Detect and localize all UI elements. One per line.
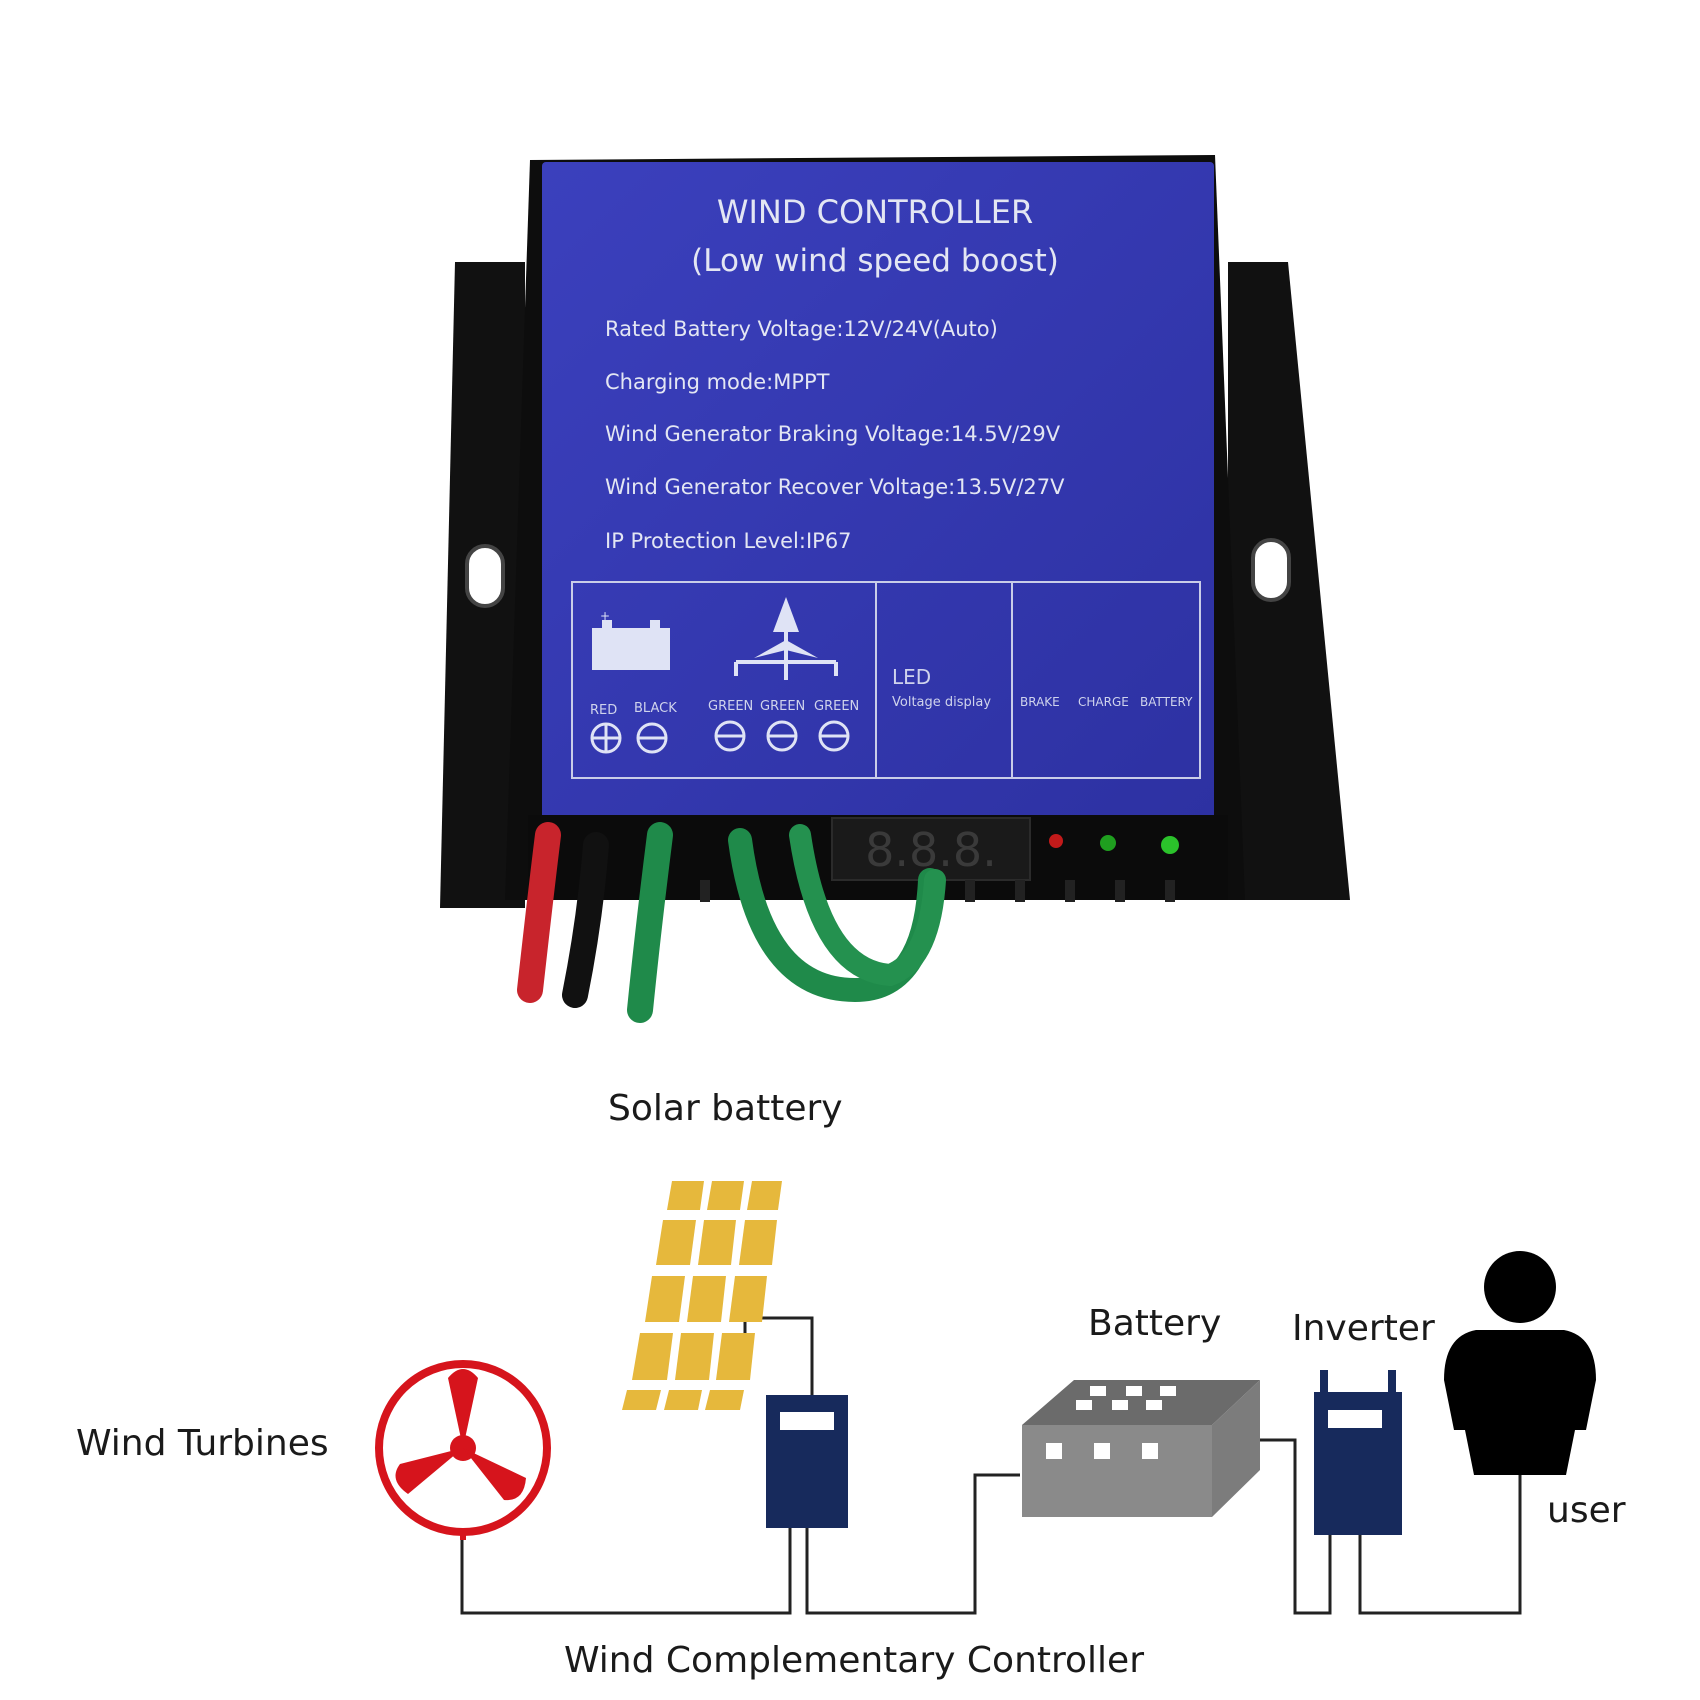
product-subtitle: (Low wind speed boost) [691,243,1059,279]
led-title: LED [892,665,931,689]
wind-turbine-icon [375,1360,551,1540]
system-diagram: Solar battery Wind Turbines [76,1088,1626,1681]
brake-led [1049,834,1063,848]
spec-line: Wind Generator Recover Voltage:13.5V/27V [605,475,1065,499]
wind-turbines-label: Wind Turbines [76,1423,329,1464]
led-subtitle: Voltage display [892,695,991,710]
controller-label: Wind Complementary Controller [564,1640,1144,1681]
minus-symbol-icon [636,722,668,754]
plus-symbol-icon [590,722,622,754]
indicator-label: BATTERY [1140,695,1193,709]
controller-box-icon [766,1395,848,1528]
battery-icon: + [592,609,670,670]
wind-turbine-icon [734,597,838,680]
indicator-label: BRAKE [1020,695,1060,709]
terminal-label: BLACK [634,701,677,716]
black-wire [562,832,609,1008]
terminal-label: GREEN [760,699,805,714]
wind-controller-device: WIND CONTROLLER (Low wind speed boost) R… [440,155,1350,1023]
spec-line: IP Protection Level:IP67 [605,529,852,553]
red-wire [517,822,561,1003]
user-icon [1444,1251,1596,1475]
terminal-label: RED [590,703,617,718]
output-wires [517,822,946,1023]
battery-led [1161,836,1179,854]
spec-line: Wind Generator Braking Voltage:14.5V/29V [605,422,1061,446]
battery-label: Battery [1088,1303,1221,1344]
mounting-hole-right [1251,538,1291,602]
minus-symbol-icon [714,720,850,752]
blue-label-panel [542,162,1214,822]
green-wire [627,822,673,1023]
terminal-screws [700,880,1175,902]
terminal-label: GREEN [708,699,753,714]
indicator-label: CHARGE [1078,695,1129,709]
solar-label: Solar battery [608,1088,843,1129]
battery-icon [1022,1380,1260,1517]
green-wire [789,824,946,987]
mounting-bracket-left [440,262,525,908]
product-title: WIND CONTROLLER [717,193,1033,231]
solar-panel-icon [622,1181,782,1410]
spec-line: Rated Battery Voltage:12V/24V(Auto) [605,317,998,341]
mounting-bracket-right [1228,262,1350,900]
inverter-icon [1314,1370,1402,1535]
charge-led [1100,835,1116,851]
inverter-label: Inverter [1292,1308,1435,1349]
terminal-legend: + RED BLACK GREEN GREEN GREEN [571,581,1201,779]
mounting-hole-left [465,544,505,608]
svg-text:+: + [600,609,610,623]
user-label: user [1547,1490,1626,1531]
terminal-label: GREEN [814,699,859,714]
spec-line: Charging mode:MPPT [605,370,830,394]
display-digits: 8.8.8. [865,823,997,877]
